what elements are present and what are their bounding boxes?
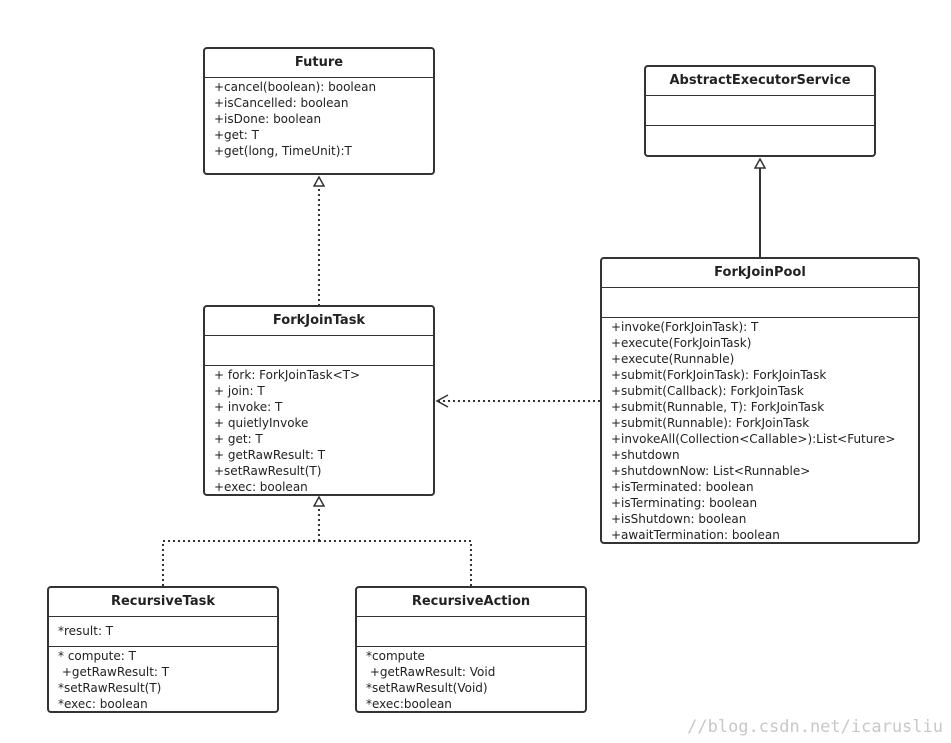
method-item: +shutdownNow: List<Runnable> [611,464,811,478]
class-fork-join-pool[interactable]: ForkJoinPool +invoke(ForkJoinTask): T +e… [600,257,920,544]
methods-compartment: + fork: ForkJoinTask<T> + join: T + invo… [205,366,433,494]
method-item: +getRawResult: T [58,665,170,679]
methods-compartment: * compute: T +getRawResult: T *setRawRes… [49,647,277,711]
attributes-compartment: *result: T [49,617,277,647]
method-item: +exec: boolean [214,480,308,494]
method-item: +isTerminating: boolean [611,496,758,510]
method-item: +isTerminated: boolean [611,480,754,494]
attributes-compartment [205,336,433,366]
method-item: +submit(Callback): ForkJoinTask [611,384,804,398]
method-item: +setRawResult(T) [214,464,322,478]
class-fork-join-task[interactable]: ForkJoinTask + fork: ForkJoinTask<T> + j… [203,305,435,496]
method-item: +awaitTermination: boolean [611,528,780,542]
class-name: Future [205,49,433,78]
edge-recursivetask-forkjointask [162,540,319,586]
method-item: +submit(Runnable): ForkJoinTask [611,416,810,430]
method-item: *exec:boolean [366,697,452,711]
class-name: RecursiveTask [49,588,277,617]
class-abstract-executor-service[interactable]: AbstractExecutorService [644,65,876,157]
method-item: + invoke: T [214,400,283,414]
method-item: +get: T [214,128,259,142]
method-item: *setRawResult(Void) [366,681,488,695]
method-item: +execute(Runnable) [611,352,735,366]
method-item: +isCancelled: boolean [214,96,349,110]
class-recursive-task[interactable]: RecursiveTask *result: T * compute: T +g… [47,586,279,713]
class-name: AbstractExecutorService [646,67,874,96]
method-item: +execute(ForkJoinTask) [611,336,752,350]
method-item: + quietlyInvoke [214,416,309,430]
method-item: + fork: ForkJoinTask<T> [214,368,361,382]
attributes-compartment [357,617,585,647]
class-name: ForkJoinPool [602,259,918,288]
watermark-text: //blog.csdn.net/icarusliu [687,717,943,737]
method-item: +isDone: boolean [214,112,322,126]
method-item: + join: T [214,384,265,398]
class-future[interactable]: Future +cancel(boolean): boolean +isCanc… [203,47,435,175]
methods-compartment: *compute +getRawResult: Void *setRawResu… [357,647,585,711]
method-item: *exec: boolean [58,697,148,711]
method-item: + getRawResult: T [214,448,326,462]
class-name: ForkJoinTask [205,307,433,336]
attributes-compartment [602,288,918,318]
attribute-item: *result: T [58,624,114,638]
class-name: RecursiveAction [357,588,585,617]
attributes-compartment [646,96,874,126]
method-item: +getRawResult: Void [366,665,496,679]
method-item: *setRawResult(T) [58,681,162,695]
method-item: +invokeAll(Collection<Callable>):List<Fu… [611,432,896,446]
methods-compartment: +cancel(boolean): boolean +isCancelled: … [205,78,433,160]
method-item: +get(long, TimeUnit):T [214,144,352,158]
method-item: +submit(Runnable, T): ForkJoinTask [611,400,825,414]
method-item: +invoke(ForkJoinTask): T [611,320,759,334]
method-item: * compute: T [58,649,136,663]
edge-recursiveaction-forkjointask [319,540,472,586]
class-recursive-action[interactable]: RecursiveAction *compute +getRawResult: … [355,586,587,713]
methods-compartment [646,126,874,155]
methods-compartment: +invoke(ForkJoinTask): T +execute(ForkJo… [602,318,918,542]
method-item: *compute [366,649,425,663]
method-item: +submit(ForkJoinTask): ForkJoinTask [611,368,827,382]
method-item: +cancel(boolean): boolean [214,80,377,94]
method-item: +isShutdown: boolean [611,512,747,526]
method-item: + get: T [214,432,263,446]
method-item: +shutdown [611,448,680,462]
